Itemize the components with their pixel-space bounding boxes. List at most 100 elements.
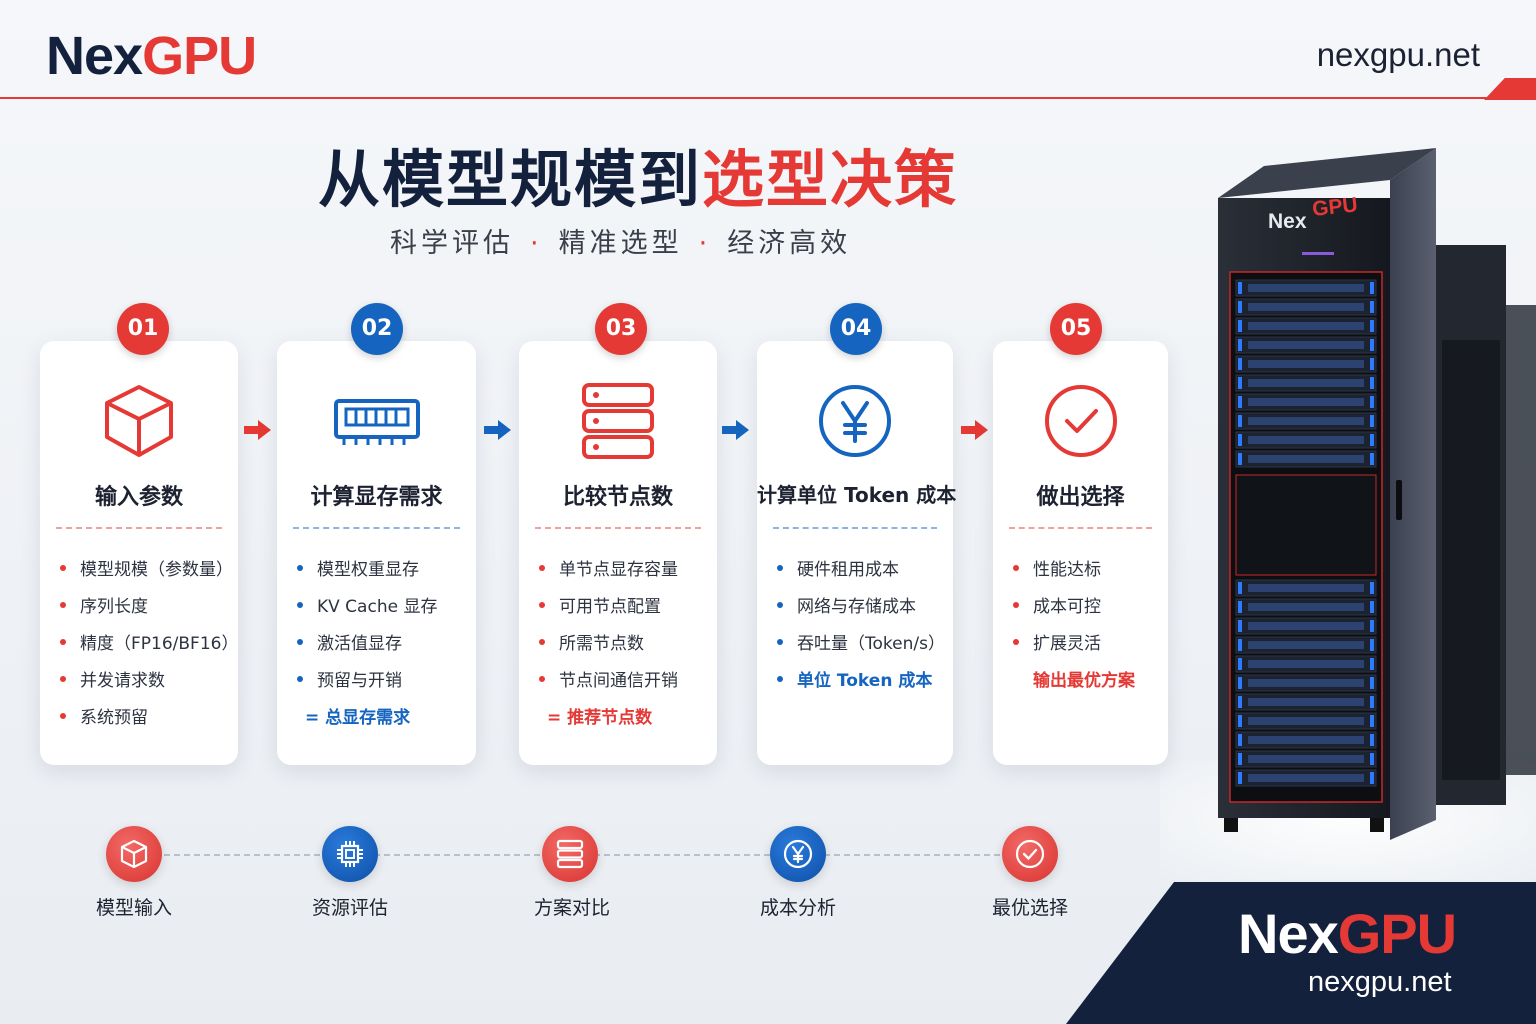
list-item: 激活值显存	[297, 633, 468, 670]
item-text: 节点间通信开销	[559, 671, 678, 691]
step-title: 输入参数	[94, 485, 183, 510]
step-divider	[56, 527, 222, 529]
bullet-icon	[539, 676, 545, 682]
bullet-icon	[777, 602, 783, 608]
network-switch	[1235, 474, 1377, 576]
bullet-icon	[1013, 602, 1019, 608]
arrow-right-icon	[961, 420, 988, 440]
yen-icon	[819, 385, 891, 457]
bullet-icon	[777, 565, 783, 571]
server-led	[1238, 396, 1242, 408]
timeline-label: 模型输入	[95, 897, 172, 919]
server-led	[1370, 396, 1374, 408]
server-grill	[1248, 660, 1364, 668]
timeline-node-model-input	[106, 826, 162, 882]
footer-logo[interactable]: NexGPU	[1238, 902, 1457, 966]
header-corner-accent	[1484, 78, 1536, 100]
title-part-1: 从模型规模到	[318, 143, 703, 216]
step-divider	[1009, 527, 1152, 529]
timeline-node-cost-analysis	[770, 826, 826, 882]
list-item: 系统预留	[60, 707, 230, 744]
item-text: 硬件租用成本	[797, 560, 899, 580]
step-divider	[293, 527, 460, 529]
server-led	[1370, 620, 1374, 632]
list-item: 所需节点数	[539, 633, 709, 670]
server-led	[1238, 639, 1242, 651]
server-led	[1370, 753, 1374, 765]
step-title: 计算单位 Token 成本	[757, 483, 957, 507]
item-text: 单节点显存容量	[559, 560, 678, 580]
timeline-label: 资源评估	[311, 897, 388, 919]
step-items: 硬件租用成本 网络与存储成本 吞吐量（Token/s） 单位 Token 成本	[777, 559, 945, 707]
header-divider	[0, 97, 1500, 99]
list-item: 成本可控	[1013, 596, 1160, 633]
step-items: 单节点显存容量 可用节点配置 所需节点数 节点间通信开销 = 推荐节点数	[539, 559, 709, 744]
bullet-icon	[297, 565, 303, 571]
server-led	[1238, 620, 1242, 632]
server-grill	[1248, 398, 1364, 406]
server-grill	[1248, 455, 1364, 463]
page-subtitle: 科学评估·精准选型·经济高效	[390, 226, 851, 262]
bullet-icon	[777, 639, 783, 645]
bullet-icon	[777, 676, 783, 682]
list-item: 序列长度	[60, 596, 230, 633]
bullet-icon	[539, 565, 545, 571]
list-item: 模型规模（参数量）	[60, 559, 233, 596]
item-text: 网络与存储成本	[797, 597, 916, 617]
cube-icon	[105, 385, 173, 457]
server-grill	[1248, 436, 1364, 444]
list-item: 扩展灵活	[1013, 633, 1160, 670]
timeline-node-resource-eval	[322, 826, 378, 882]
server-led	[1370, 377, 1374, 389]
step-result: = 推荐节点数	[547, 708, 653, 728]
server-grill	[1248, 603, 1364, 611]
server-stack-icon	[556, 839, 584, 869]
server-grill	[1248, 755, 1364, 763]
page-title: 从模型规模到选型决策	[318, 142, 958, 218]
server-grill	[1248, 679, 1364, 687]
server-grill	[1248, 584, 1364, 592]
server-grill	[1248, 379, 1364, 387]
server-led	[1238, 601, 1242, 613]
server-grill	[1248, 417, 1364, 425]
header-logo[interactable]: NexGPU	[46, 26, 257, 86]
server-rack-illustration: Nex GPU	[1218, 148, 1536, 840]
server-stack-icon	[582, 383, 654, 459]
bullet-icon	[60, 602, 66, 608]
server-led	[1370, 734, 1374, 746]
step-items: 性能达标 成本可控 扩展灵活 输出最优方案	[1013, 559, 1160, 707]
server-led	[1370, 696, 1374, 708]
chip-icon	[337, 841, 363, 867]
timeline-label: 方案对比	[533, 897, 610, 919]
timeline-node-best-choice	[1002, 826, 1058, 882]
step-number-badge: 02	[351, 303, 403, 355]
server-led	[1238, 301, 1242, 313]
list-item: 并发请求数	[60, 670, 230, 707]
yen-icon	[783, 839, 813, 869]
server-led	[1370, 453, 1374, 465]
server-led	[1370, 601, 1374, 613]
server-led	[1238, 715, 1242, 727]
list-item: 精度（FP16/BF16）	[60, 633, 238, 670]
step-title: 做出选择	[1036, 485, 1125, 510]
server-grill	[1248, 641, 1364, 649]
server-grill	[1248, 698, 1364, 706]
list-item: 节点间通信开销	[539, 670, 709, 707]
server-led	[1370, 339, 1374, 351]
server-led	[1238, 772, 1242, 784]
server-led	[1238, 677, 1242, 689]
check-circle-icon	[1015, 839, 1045, 869]
step-number-badge: 01	[117, 303, 169, 355]
server-led	[1238, 377, 1242, 389]
server-grill	[1248, 303, 1364, 311]
step-card-4: 计算单位 Token 成本 硬件租用成本 网络与存储成本 吞吐量（Token/s…	[757, 341, 957, 765]
header-site-link[interactable]: nexgpu.net	[1316, 36, 1480, 73]
server-led	[1370, 639, 1374, 651]
subtitle-separator: ·	[530, 228, 543, 259]
item-text: 所需节点数	[559, 634, 644, 654]
server-led	[1238, 320, 1242, 332]
server-led	[1370, 301, 1374, 313]
arrow-right-icon	[722, 420, 749, 440]
step-number-badge: 04	[830, 303, 882, 355]
footer-site-link[interactable]: nexgpu.net	[1308, 966, 1452, 998]
